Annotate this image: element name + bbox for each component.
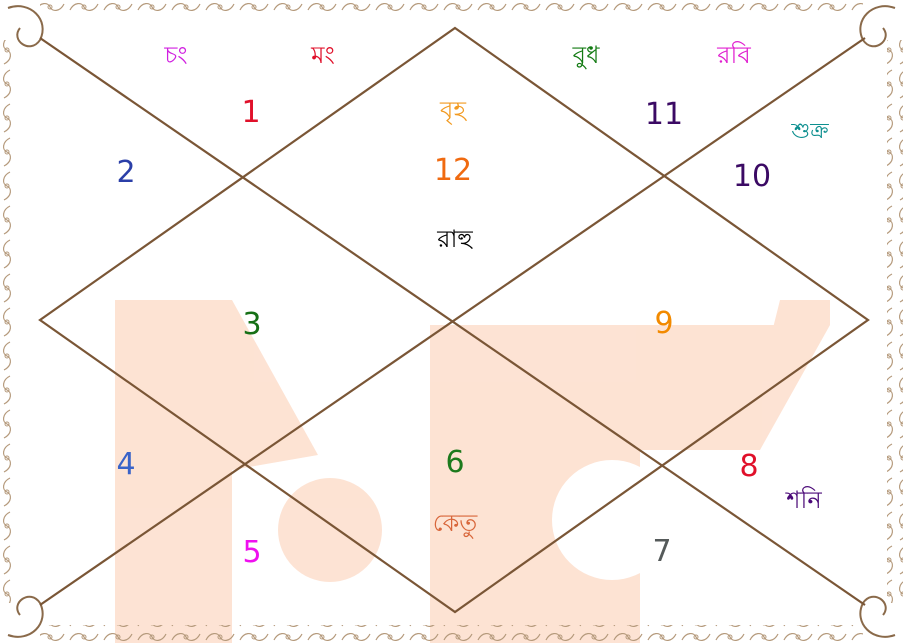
house-number-10: 10 [733,159,771,194]
watermark-dot-left [278,478,382,582]
house-number-2: 2 [116,155,135,190]
planet-ketu: কেতু [433,509,479,538]
planet-mangal: মং [310,41,335,69]
house-number-12: 12 [434,153,472,188]
house-number-11: 11 [645,97,683,132]
house-number-4: 4 [116,447,135,482]
planet-budh: বুধ [572,41,600,69]
watermark-logo [115,300,830,643]
planet-shukra: শুক্র [790,119,829,144]
planet-shani: শনি [785,486,822,514]
planet-rabi: রবি [716,41,751,69]
planet-chandra: চং [163,41,187,69]
planet-brihaspati: বৃহ [439,96,467,125]
house-number-5: 5 [242,535,261,570]
house-number-9: 9 [654,306,673,341]
house-number-3: 3 [242,307,261,342]
planet-rahu: রাহু [436,225,473,253]
house-number-1: 1 [241,95,260,130]
house-number-7: 7 [652,534,671,569]
house-number-6: 6 [445,445,464,480]
house-number-8: 8 [739,449,758,484]
